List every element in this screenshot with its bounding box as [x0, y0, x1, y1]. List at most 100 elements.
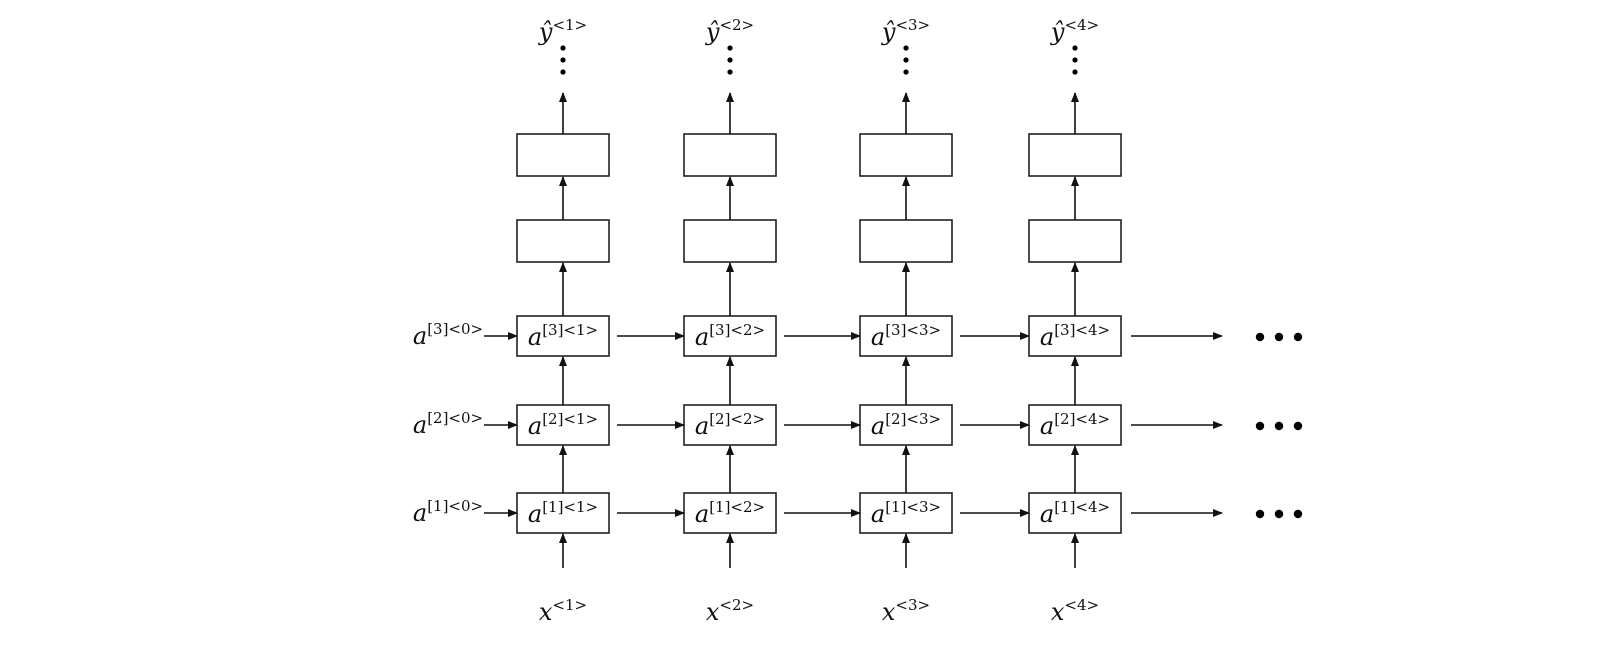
input-label-x-1: x<1> [539, 596, 587, 626]
cell-label-layer2-t1: a[2]<1> [528, 410, 598, 440]
initial-state-layer2-superscript: [2]<0> [427, 409, 483, 427]
initial-state-layer3: a[3]<0> [413, 320, 483, 350]
output-label-y-hat-1-superscript: <1> [552, 16, 587, 34]
ellipsis-dot-output-2-2 [727, 57, 733, 63]
ellipsis-dot-output-3-3 [903, 69, 909, 75]
rnn-cell-layer2-t1 [516, 404, 610, 446]
cell-label-layer2-t2: a[2]<2> [695, 410, 765, 440]
initial-state-layer1-base: a [413, 499, 427, 527]
input-label-x-2-superscript: <2> [719, 596, 754, 614]
input-label-x-4-superscript: <4> [1064, 596, 1099, 614]
cell-label-layer2-t3: a[2]<3> [871, 410, 941, 440]
input-label-x-2-base: x [706, 598, 720, 626]
cell-label-layer3-t1-base: a [528, 323, 542, 351]
cell-label-layer1-t1-superscript: [1]<1> [542, 498, 598, 516]
cell-label-layer3-t3-base: a [871, 323, 885, 351]
output-layer-box-top-1 [516, 133, 610, 177]
output-label-y-hat-2: ŷ<2> [705, 16, 754, 46]
input-label-x-3: x<3> [882, 596, 930, 626]
output-label-y-hat-2-superscript: <2> [719, 16, 754, 34]
cell-label-layer2-t2-superscript: [2]<2> [709, 410, 765, 428]
output-layer-box-middle-3 [859, 219, 953, 263]
output-layer-box-middle-4 [1028, 219, 1122, 263]
cell-label-layer1-t2: a[1]<2> [695, 498, 765, 528]
cell-label-layer1-t3: a[1]<3> [871, 498, 941, 528]
ellipsis-dot-output-3-2 [903, 57, 909, 63]
cell-label-layer1-t2-superscript: [1]<2> [709, 498, 765, 516]
input-label-x-4: x<4> [1051, 596, 1099, 626]
cell-label-layer1-t4: a[1]<4> [1040, 498, 1110, 528]
cell-label-layer1-t4-base: a [1040, 500, 1054, 528]
ellipsis-dot-output-4-3 [1072, 69, 1078, 75]
output-label-y-hat-3: ŷ<3> [881, 16, 930, 46]
cell-label-layer3-t4-base: a [1040, 323, 1054, 351]
rnn-cell-layer3-t2 [683, 315, 777, 357]
cell-label-layer2-t4-base: a [1040, 412, 1054, 440]
initial-state-layer2: a[2]<0> [413, 409, 483, 439]
cell-label-layer3-t1: a[3]<1> [528, 321, 598, 351]
output-label-y-hat-3-superscript: <3> [895, 16, 930, 34]
ellipsis-dot-layer3-1 [1255, 332, 1265, 342]
cell-label-layer3-t3-superscript: [3]<3> [885, 321, 941, 339]
ellipsis-dot-layer3-2 [1274, 332, 1284, 342]
output-layer-box-top-4 [1028, 133, 1122, 177]
ellipsis-dot-layer1-2 [1274, 509, 1284, 519]
output-layer-box-middle-2 [683, 219, 777, 263]
cell-label-layer3-t4: a[3]<4> [1040, 321, 1110, 351]
cell-label-layer3-t2: a[3]<2> [695, 321, 765, 351]
cell-label-layer1-t1: a[1]<1> [528, 498, 598, 528]
ellipsis-dot-layer2-3 [1293, 421, 1303, 431]
input-label-x-1-base: x [539, 598, 553, 626]
ellipsis-dot-output-1-1 [560, 45, 566, 51]
input-label-x-1-superscript: <1> [552, 596, 587, 614]
cell-label-layer3-t2-base: a [695, 323, 709, 351]
output-label-y-hat-2-base: ŷ [705, 18, 720, 46]
output-layer-box-middle-1 [516, 219, 610, 263]
cell-label-layer1-t3-base: a [871, 500, 885, 528]
cell-label-layer2-t4-superscript: [2]<4> [1054, 410, 1110, 428]
cell-label-layer2-t3-superscript: [2]<3> [885, 410, 941, 428]
ellipsis-dot-layer2-2 [1274, 421, 1284, 431]
ellipsis-dot-layer3-3 [1293, 332, 1303, 342]
cell-label-layer1-t3-superscript: [1]<3> [885, 498, 941, 516]
cell-label-layer2-t1-base: a [528, 412, 542, 440]
cell-label-layer3-t1-superscript: [3]<1> [542, 321, 598, 339]
output-label-y-hat-4: ŷ<4> [1050, 16, 1099, 46]
input-label-x-3-base: x [882, 598, 896, 626]
ellipsis-dot-output-2-3 [727, 69, 733, 75]
cell-label-layer2-t2-base: a [695, 412, 709, 440]
cell-label-layer2-t1-superscript: [2]<1> [542, 410, 598, 428]
output-layer-box-top-2 [683, 133, 777, 177]
initial-state-layer1: a[1]<0> [413, 497, 483, 527]
initial-state-layer3-base: a [413, 322, 427, 350]
output-label-y-hat-4-base: ŷ [1050, 18, 1065, 46]
ellipsis-dot-output-4-1 [1072, 45, 1078, 51]
cell-label-layer2-t3-base: a [871, 412, 885, 440]
input-label-x-2: x<2> [706, 596, 754, 626]
cell-label-layer1-t1-base: a [528, 500, 542, 528]
ellipsis-dot-output-4-2 [1072, 57, 1078, 63]
ellipsis-dot-output-1-3 [560, 69, 566, 75]
cell-label-layer2-t4: a[2]<4> [1040, 410, 1110, 440]
ellipsis-dot-layer1-1 [1255, 509, 1265, 519]
rnn-cell-layer1-t4 [1028, 492, 1122, 534]
initial-state-layer1-superscript: [1]<0> [427, 497, 483, 515]
cell-label-layer3-t4-superscript: [3]<4> [1054, 321, 1110, 339]
cell-label-layer3-t2-superscript: [3]<2> [709, 321, 765, 339]
output-layer-box-top-3 [859, 133, 953, 177]
ellipsis-dot-output-1-2 [560, 57, 566, 63]
output-label-y-hat-1-base: ŷ [538, 18, 553, 46]
initial-state-layer2-base: a [413, 411, 427, 439]
output-label-y-hat-4-superscript: <4> [1064, 16, 1099, 34]
output-label-y-hat-1: ŷ<1> [538, 16, 587, 46]
ellipsis-dot-output-3-1 [903, 45, 909, 51]
output-label-y-hat-3-base: ŷ [881, 18, 896, 46]
cell-label-layer3-t3: a[3]<3> [871, 321, 941, 351]
cell-label-layer1-t2-base: a [695, 500, 709, 528]
ellipsis-dot-layer2-1 [1255, 421, 1265, 431]
input-label-x-4-base: x [1051, 598, 1065, 626]
initial-state-layer3-superscript: [3]<0> [427, 320, 483, 338]
cell-label-layer1-t4-superscript: [1]<4> [1054, 498, 1110, 516]
input-label-x-3-superscript: <3> [895, 596, 930, 614]
